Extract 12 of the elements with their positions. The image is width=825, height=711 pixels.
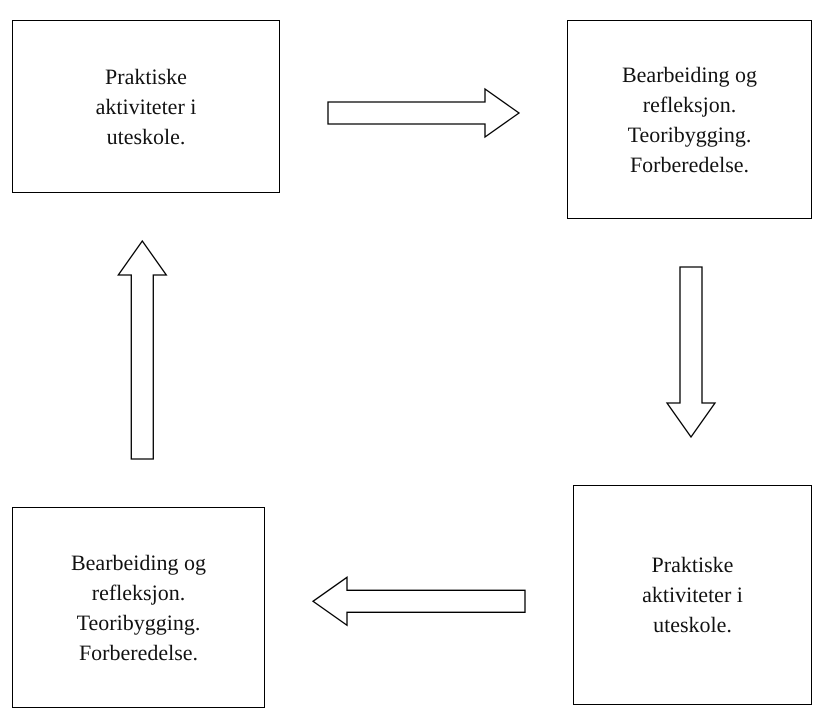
process-box bbox=[567, 20, 812, 219]
box-text: Bearbeiding og refleksjon. Teoribygging. Forberedelse. bbox=[70, 548, 208, 666]
process-box bbox=[12, 507, 265, 708]
box-text: Bearbeiding og refleksjon. Teoribygging. Forberedelse. bbox=[620, 60, 758, 178]
process-box bbox=[573, 485, 812, 705]
block-arrow bbox=[327, 88, 520, 138]
block-arrow bbox=[312, 576, 526, 627]
block-arrow bbox=[117, 240, 168, 460]
block-arrow bbox=[666, 266, 716, 438]
process-box bbox=[12, 20, 280, 193]
box-text: Praktiske aktiviteter i uteskole. bbox=[641, 551, 744, 639]
box-text: Praktiske aktiviteter i uteskole. bbox=[94, 62, 198, 150]
